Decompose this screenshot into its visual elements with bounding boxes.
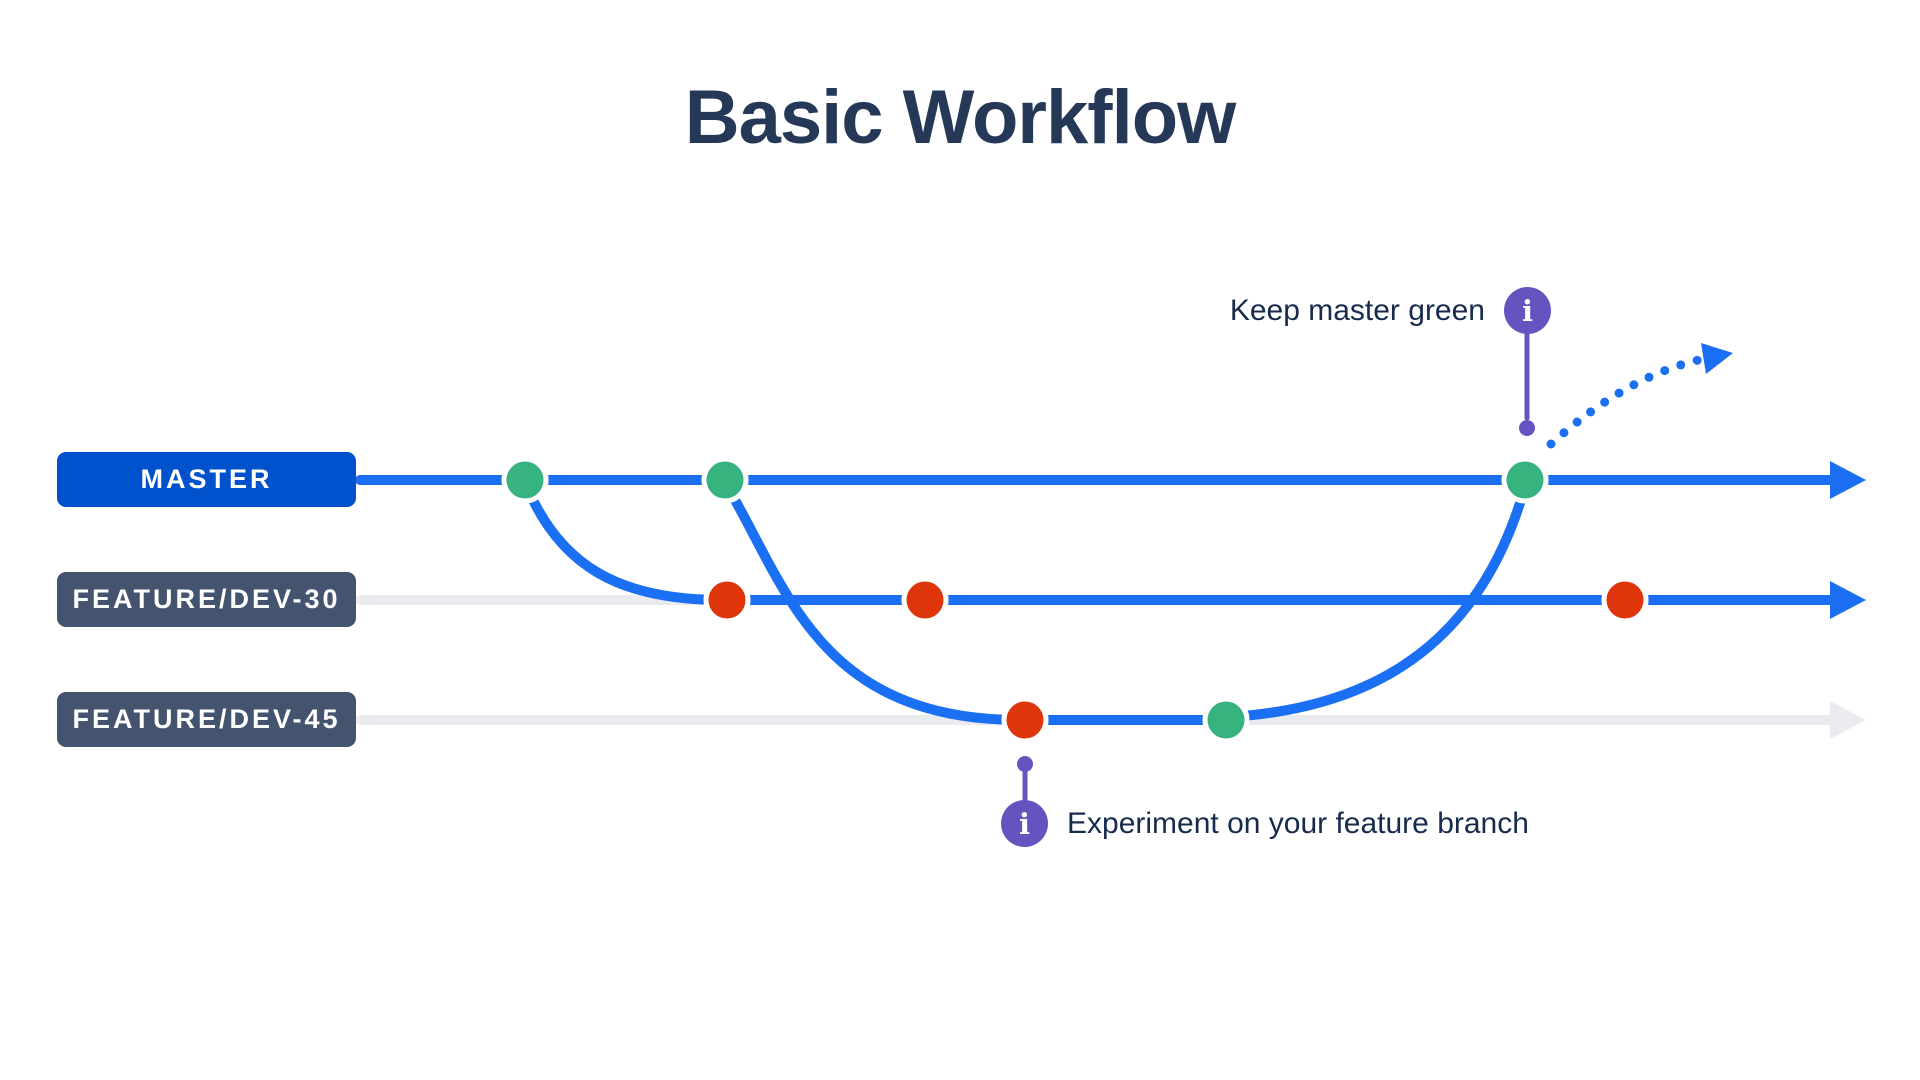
info-icon: i [1001, 800, 1048, 847]
merge-curve-dev45-to-master [1225, 485, 1529, 722]
branch-curve-master-to-dev45 [722, 481, 1025, 725]
annotation-keep-master-green: Keep master green i [1230, 287, 1551, 334]
commit-dot-dev45-2 [1202, 696, 1250, 744]
branch-label-master: MASTER [57, 452, 356, 507]
experiment-stem-dot [1017, 756, 1033, 772]
commit-dot-dev45-1 [1001, 696, 1049, 744]
annotation-experiment-text: Experiment on your feature branch [1067, 806, 1529, 840]
dotted-continue-arrow-icon [1701, 343, 1733, 374]
dotted-continue-arc [1546, 353, 1713, 449]
annotation-experiment: i Experiment on your feature branch [1001, 800, 1529, 847]
branch-label-feature-dev-30: FEATURE/DEV-30 [57, 572, 356, 627]
commit-dot-dev30-3 [1601, 576, 1649, 624]
commit-dot-dev30-2 [901, 576, 949, 624]
commit-dot-dev30-1 [703, 576, 751, 624]
page-title: Basic Workflow [684, 75, 1237, 160]
commit-dot-master-1 [501, 456, 549, 504]
commit-dot-master-merge [1501, 456, 1549, 504]
branch-label-feature-dev-45: FEATURE/DEV-45 [57, 692, 356, 747]
keep-master-green-stem-dot [1519, 420, 1535, 436]
master-line-arrow-icon [1830, 461, 1866, 499]
info-icon: i [1504, 287, 1551, 334]
dev30-line-arrow-icon [1830, 581, 1866, 619]
branch-curve-master-to-dev30 [522, 482, 727, 605]
dev45-line-arrow-icon [1830, 701, 1866, 739]
commit-dot-master-2 [701, 456, 749, 504]
annotation-keep-master-green-text: Keep master green [1229, 293, 1485, 327]
